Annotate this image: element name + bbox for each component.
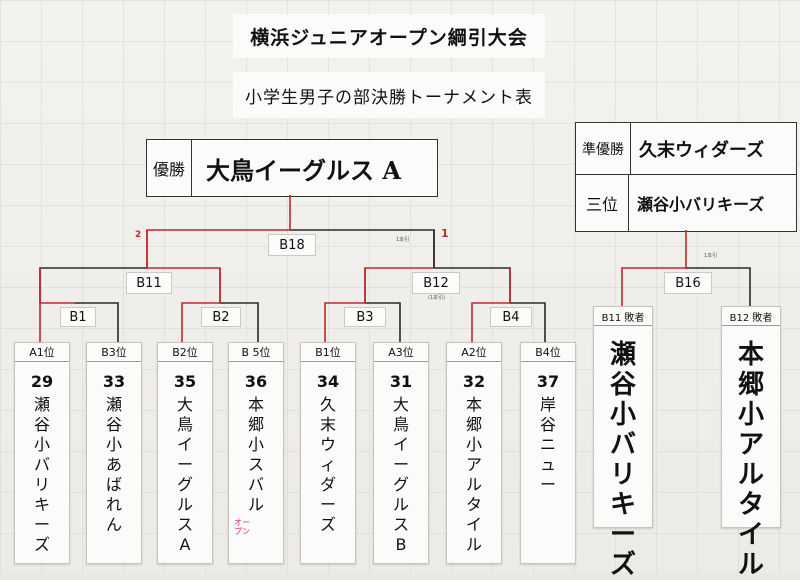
loser-name: 本郷小アルタイル xyxy=(737,340,764,580)
team-name: 大鳥イーグルスA xyxy=(176,395,193,554)
loser-label: B12 敗者 xyxy=(722,307,780,326)
match-b2: B2 xyxy=(201,307,241,327)
team-number: 33 xyxy=(102,372,126,391)
team-name: 本郷小スバル xyxy=(247,395,264,514)
team-number: 37 xyxy=(536,372,560,391)
line-b3-right xyxy=(365,302,401,342)
third-place-box: 三位 瀬谷小バリキーズ xyxy=(575,174,797,232)
champion-label: 優勝 xyxy=(147,140,193,196)
team-number: 31 xyxy=(389,372,413,391)
team-card-6: A3位 31 大鳥イーグルスB xyxy=(373,342,429,564)
team-card-3: B2位 35 大鳥イーグルスA xyxy=(157,342,213,564)
team-name: 久末ウィダーズ xyxy=(319,395,336,534)
team-name: 大鳥イーグルスB xyxy=(392,395,409,554)
final-score-left: 2 xyxy=(135,230,142,240)
team-name: 本郷小アルタイル xyxy=(465,395,482,554)
match-b18: B18 xyxy=(268,234,316,256)
team-number: 29 xyxy=(30,372,54,391)
line-b1-right xyxy=(75,302,119,342)
match-b16: B16 xyxy=(664,272,712,294)
team-seed: B3位 xyxy=(87,343,141,362)
team-seed: B 5位 xyxy=(229,343,283,362)
third-place-label: 三位 xyxy=(576,175,630,231)
line-b2-right xyxy=(220,302,259,342)
note-b18: 1本引 xyxy=(396,237,410,243)
tournament-title: 横浜ジュニアオープン綱引大会 xyxy=(233,14,545,58)
final-score-right: 1 xyxy=(441,227,449,240)
line-b2-left xyxy=(181,302,220,342)
team-name: 岸谷ニュー xyxy=(539,395,556,494)
team-card-1: A1位 29 瀬谷小バリキーズ xyxy=(14,342,70,564)
team-card-8: B4位 37 岸谷ニュー xyxy=(520,342,576,564)
third-place-value: 瀬谷小バリキーズ xyxy=(637,195,765,214)
note-b12: (1本引) xyxy=(428,295,446,301)
team-card-7: A2位 32 本郷小アルタイル xyxy=(446,342,502,564)
team-seed: A3位 xyxy=(374,343,428,362)
loser-label: B11 敗者 xyxy=(594,307,652,326)
loser-card-b12: B12 敗者 本郷小アルタイル xyxy=(721,306,781,580)
line-b4-left xyxy=(471,302,510,342)
team-seed: A1位 xyxy=(15,343,69,362)
match-b3: B3 xyxy=(344,307,386,327)
team-card-2: B3位 33 瀬谷小あばれん xyxy=(86,342,142,564)
line-b16-right xyxy=(686,267,751,306)
line-b3-left xyxy=(324,302,365,342)
line-b16-left xyxy=(621,267,686,306)
line-b4-right xyxy=(510,302,546,342)
team-card-4: B 5位 36 本郷小スバル xyxy=(228,342,284,564)
open-note: オープン xyxy=(234,518,250,536)
team-name: 瀬谷小バリキーズ xyxy=(33,395,50,554)
runner-up-label: 準優勝 xyxy=(576,123,631,175)
match-b4: B4 xyxy=(490,307,532,327)
team-name: 瀬谷小あばれん xyxy=(105,395,122,534)
note-b16: 1本引 xyxy=(704,253,718,259)
team-seed: A2位 xyxy=(447,343,501,362)
runner-up-box: 準優勝 久末ウィダーズ xyxy=(575,122,797,176)
match-b12: B12 xyxy=(412,272,460,294)
match-b11: B11 xyxy=(126,272,172,294)
team-number: 34 xyxy=(316,372,340,391)
team-seed: B1位 xyxy=(301,343,355,362)
match-b1: B1 xyxy=(60,307,96,327)
loser-card-b11: B11 敗者 瀬谷小バリキーズ xyxy=(593,306,653,580)
team-number: 35 xyxy=(173,372,197,391)
champion-value: 大鳥イーグルス A xyxy=(206,155,401,185)
runner-up-value: 久末ウィダーズ xyxy=(639,140,765,161)
team-seed: B2位 xyxy=(158,343,212,362)
tournament-subtitle: 小学生男子の部決勝トーナメント表 xyxy=(233,72,545,118)
team-number: 36 xyxy=(244,372,268,391)
team-seed: B4位 xyxy=(521,343,575,362)
loser-name: 瀬谷小バリキーズ xyxy=(609,340,636,580)
team-number: 32 xyxy=(462,372,486,391)
team-card-5: B1位 34 久末ウィダーズ xyxy=(300,342,356,564)
champion-box: 優勝 大鳥イーグルス A xyxy=(146,139,438,197)
